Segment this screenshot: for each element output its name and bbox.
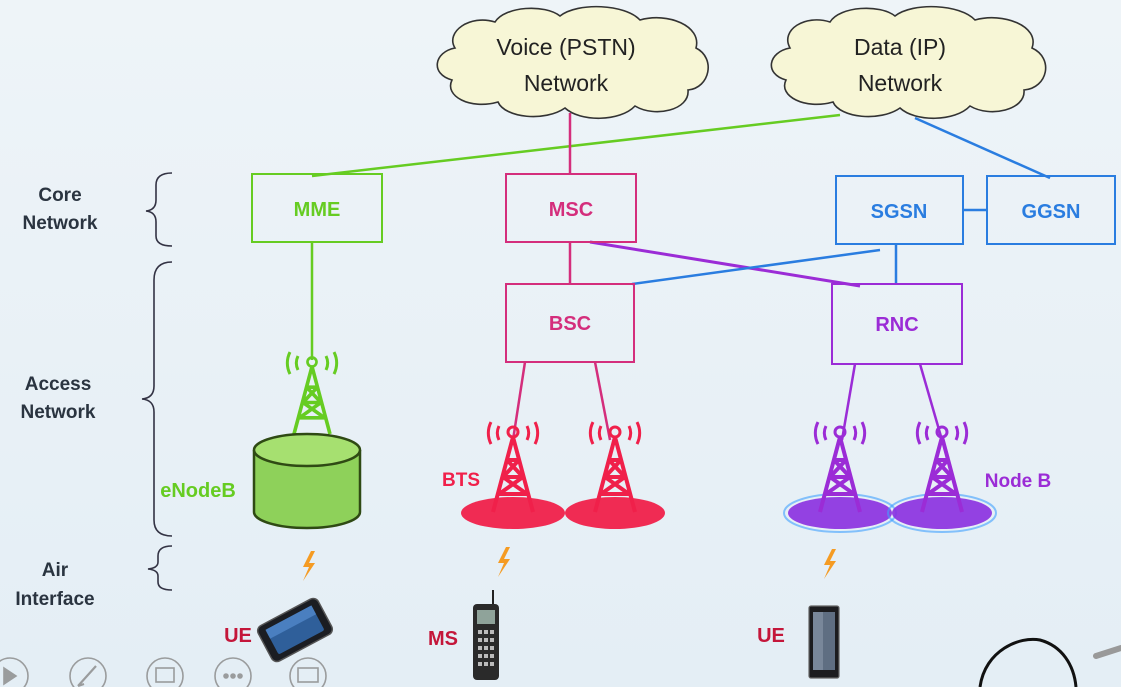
layer-access-line1: Access	[25, 374, 92, 395]
node-ggsn[interactable]: GGSN	[986, 175, 1116, 245]
node-rnc[interactable]: RNC	[831, 283, 963, 365]
feature-phone-icon	[473, 590, 499, 680]
lightning-icon	[303, 551, 315, 581]
layer-access: Access Network	[21, 261, 173, 537]
node-msc[interactable]: MSC	[505, 173, 637, 243]
core-brace	[145, 172, 173, 247]
enodeb-station: eNodeB	[160, 350, 362, 530]
layer-air-line1: Air	[42, 560, 69, 581]
ue-umts-label: UE	[757, 625, 785, 647]
presentation-toolbar	[0, 657, 327, 687]
link-msc-rnc	[589, 240, 861, 288]
bts-coverage-2	[565, 497, 665, 529]
node-mme[interactable]: MME	[251, 173, 383, 243]
enodeb-label: eNodeB	[160, 480, 236, 502]
node-msc-label: MSC	[549, 199, 593, 221]
ue-umts-device: UE	[757, 605, 840, 679]
bts-station-2	[565, 420, 665, 529]
ue-lte-label: UE	[224, 625, 252, 647]
lightning-icon	[824, 549, 836, 579]
nodeb-station-1	[783, 420, 897, 533]
lightning-icon	[498, 547, 510, 577]
node-sgsn[interactable]: SGSN	[835, 175, 964, 245]
smartphone-icon	[256, 597, 334, 663]
node-sgsn-label: SGSN	[871, 201, 928, 223]
access-brace	[141, 261, 173, 537]
play-icon[interactable]	[0, 657, 29, 687]
data-ip-cloud: Data (IP) Network	[770, 5, 1047, 120]
data-cloud-line2: Network	[858, 70, 943, 96]
nodeb-coverage-1	[788, 497, 892, 529]
slim-phone-icon	[808, 605, 840, 679]
link-mme-data-cloud	[311, 113, 841, 178]
nodeb-station-2	[887, 420, 997, 533]
node-mme-label: MME	[294, 199, 341, 221]
voice-cloud-line2: Network	[524, 70, 609, 96]
air-brace	[147, 545, 173, 591]
link-ggsn-data-cloud	[914, 116, 1051, 180]
nodeb-label: Node B	[985, 471, 1052, 492]
link-bsc-bts-2	[593, 361, 612, 441]
annotation-mark	[1093, 645, 1121, 659]
layer-air: Air Interface	[15, 545, 173, 610]
screen-icon[interactable]	[289, 657, 327, 687]
nodeb-coverage-2	[892, 497, 992, 529]
node-ggsn-label: GGSN	[1022, 201, 1081, 223]
voice-pstn-cloud: Voice (PSTN) Network	[436, 5, 709, 120]
link-sgsn-bsc	[631, 248, 881, 286]
image-icon[interactable]	[146, 657, 184, 687]
layer-access-line2: Network	[21, 402, 96, 423]
ms-label: MS	[428, 628, 458, 650]
connection-lines	[310, 113, 1051, 441]
voice-cloud-line1: Voice (PSTN)	[496, 34, 635, 60]
node-bsc[interactable]: BSC	[505, 283, 635, 363]
ms-device: MS	[428, 590, 499, 680]
more-icon[interactable]	[214, 657, 252, 687]
bts-label: BTS	[442, 470, 480, 491]
bts-coverage-1	[461, 497, 565, 529]
pen-icon[interactable]	[69, 657, 107, 687]
layer-core: Core Network	[23, 172, 173, 247]
layer-air-line2: Interface	[15, 589, 94, 610]
layer-core-line1: Core	[38, 185, 81, 206]
enodeb-cylinder-icon	[252, 432, 362, 530]
node-bsc-label: BSC	[549, 313, 591, 335]
layer-core-line2: Network	[23, 213, 98, 234]
node-rnc-label: RNC	[875, 314, 918, 336]
enodeb-tower-icon	[285, 350, 339, 436]
annotation-circle	[978, 637, 1078, 687]
ue-lte-device: UE	[224, 597, 334, 663]
bts-station-1	[461, 420, 565, 529]
data-cloud-line1: Data (IP)	[854, 34, 946, 60]
